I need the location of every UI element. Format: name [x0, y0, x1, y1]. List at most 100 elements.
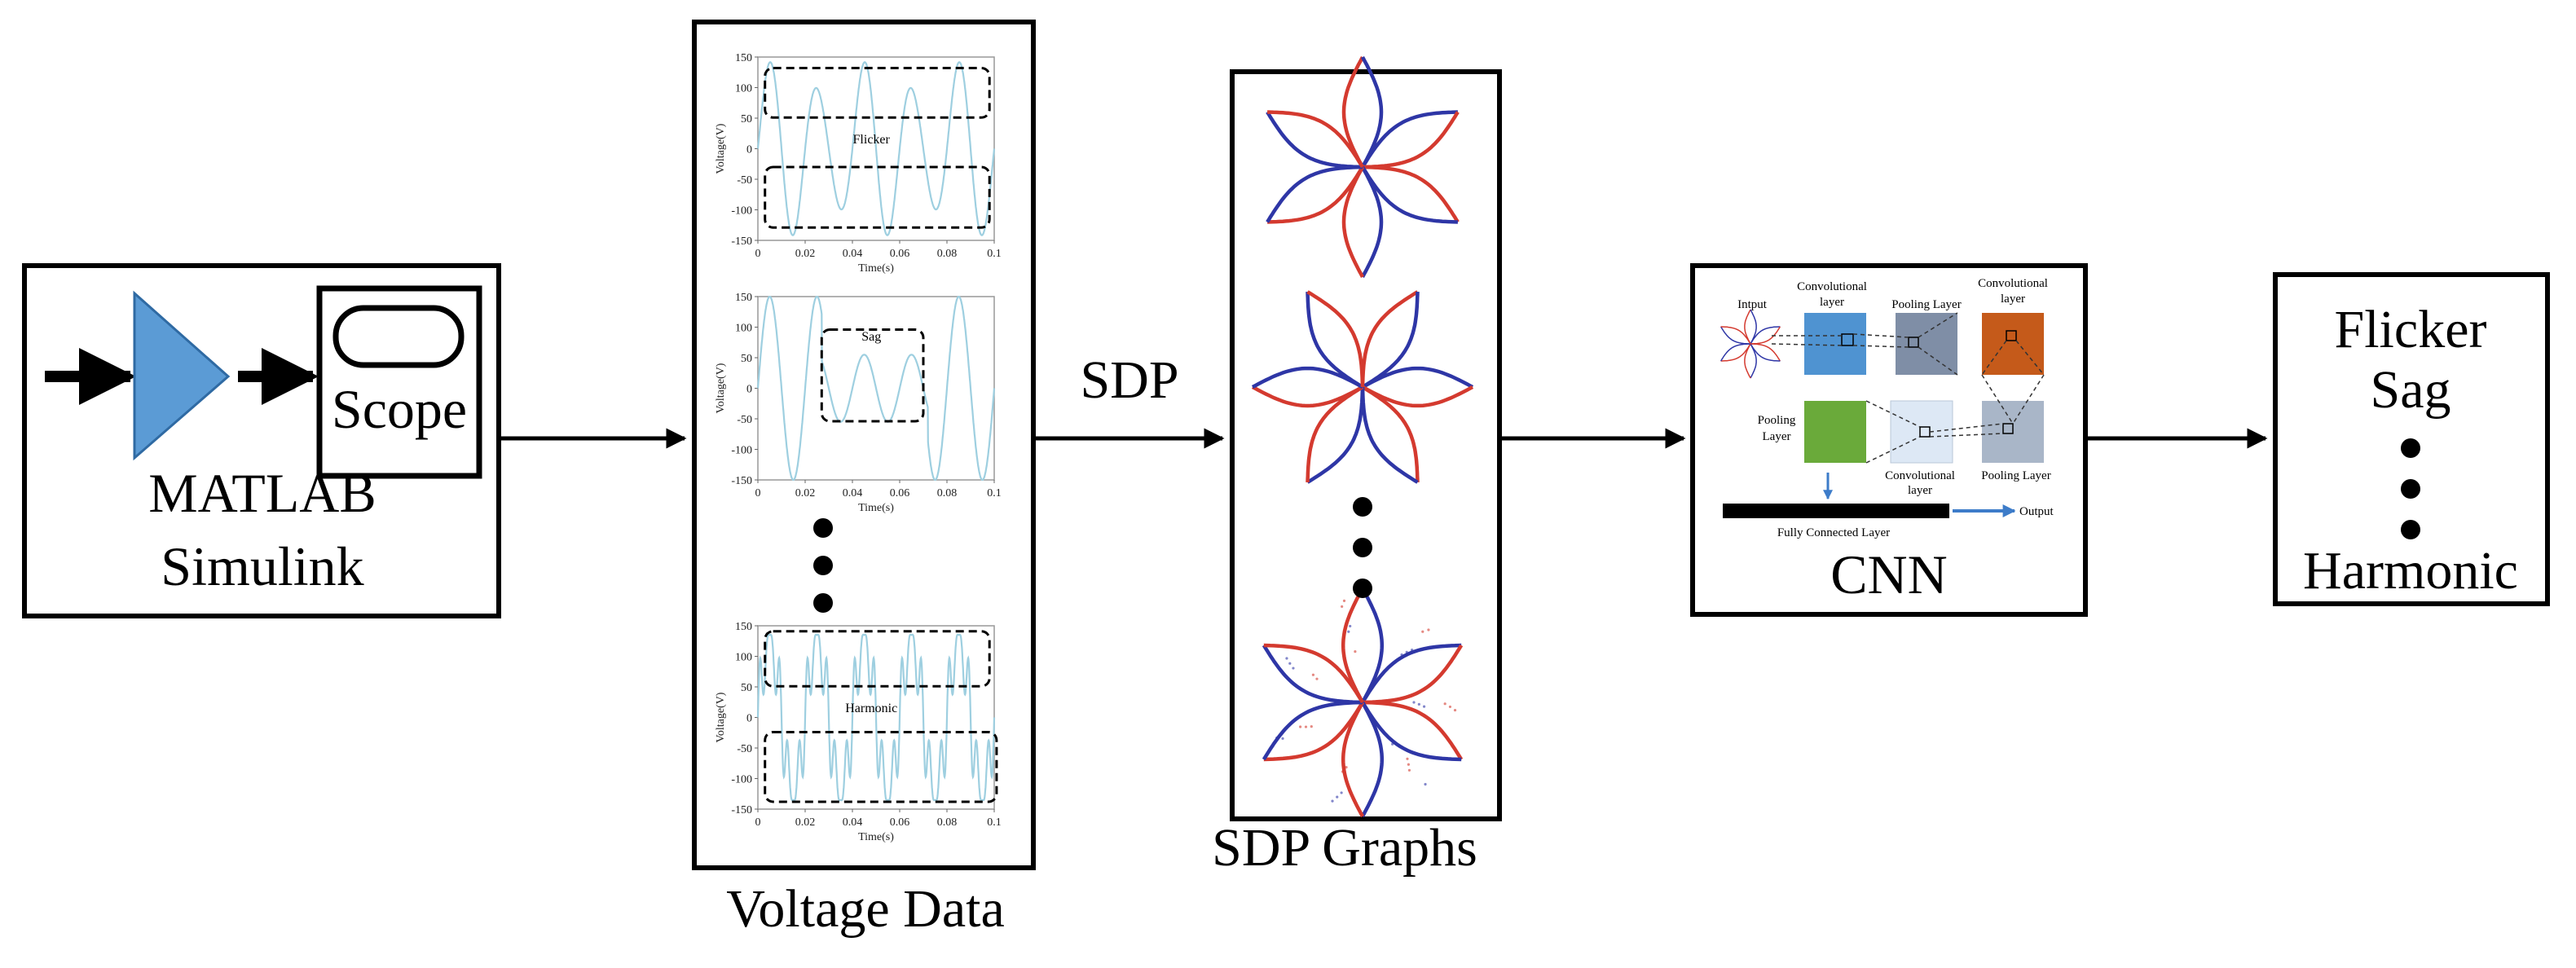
cnn-kernel-window: [2006, 330, 2017, 341]
plot-xtick-label: 0.08: [937, 248, 958, 260]
sdp-petal-arc: [1360, 290, 1419, 388]
ellipsis-dot: [2401, 438, 2420, 458]
sdp-petal-arc: [1263, 643, 1364, 704]
sdp-scatter-dot: [1354, 650, 1357, 653]
sdp-petal-arc: [1361, 165, 1458, 224]
cnn-kernel-window: [2002, 423, 2014, 434]
cnn-kernel-window: [1908, 337, 1919, 348]
sdp-petal-arc: [1361, 110, 1458, 169]
sdp-petal-arc: [1720, 326, 1750, 345]
plot-xtick-label: 0.02: [795, 816, 816, 829]
plot-ytick-label: -150: [731, 475, 752, 487]
plot-xtick-label: 0.08: [937, 487, 958, 499]
plot-ytick-label: -50: [737, 414, 752, 426]
annotation-dashed-box: [764, 731, 998, 803]
sdp-scatter-dot: [1421, 630, 1425, 633]
sdp-scatter-dot: [1422, 705, 1426, 708]
gain-amplifier-icon: [133, 290, 231, 461]
sdp-scatter-dot: [1340, 791, 1343, 794]
ellipsis-dot: [2401, 479, 2420, 499]
plot-ytick-label: 50: [741, 682, 752, 694]
sdp-scatter-dot: [1424, 782, 1427, 786]
sdp-scatter-dot: [1285, 657, 1288, 660]
sdp-scatter-dot: [1315, 677, 1319, 680]
sdp-petal-arc: [1306, 386, 1365, 484]
ellipsis-dot: [1353, 497, 1372, 517]
cnn-pool3-label: Pooling Layer: [1981, 469, 2050, 482]
plot-ytick-label: 150: [735, 292, 752, 304]
sdp-petal-arc: [1361, 165, 1384, 279]
sdp-petal-arc: [1361, 292, 1420, 389]
ellipsis-dot: [1353, 579, 1372, 598]
sdp-scatter-dot: [1407, 768, 1411, 772]
sdp-petal-arc: [1361, 385, 1420, 482]
sdp-petal-arc: [1750, 326, 1781, 345]
sdp-scatter-dot: [1281, 737, 1284, 740]
plot-xtick-label: 0.08: [937, 816, 958, 829]
sdp-scatter-dot: [1417, 702, 1420, 706]
cnn-conv3-label: Convolutional: [1885, 469, 1955, 482]
sdp-petal-arc: [1362, 165, 1460, 223]
cnn-caption: CNN: [1830, 543, 1948, 605]
annotation-dashed-box: [764, 630, 991, 688]
plot-xtick-label: 0: [755, 487, 761, 499]
sdp-petal-arc: [1306, 385, 1364, 482]
sdp-petal-arc: [1720, 326, 1751, 345]
plot-ytick-label: 50: [741, 113, 752, 125]
sdp-petal-arc: [1361, 587, 1385, 704]
output-item-sag: Sag: [2371, 360, 2451, 420]
sdp-scatter-dot: [1412, 701, 1416, 704]
voltage-waveform-line: [756, 633, 996, 802]
sdp-petal-arc: [1750, 309, 1757, 345]
cnn-conv1-label: layer: [1820, 296, 1844, 309]
plot-ytick-label: 100: [735, 323, 752, 335]
sdp-scatter-dot: [1341, 770, 1345, 773]
plot-ytick-label: -100: [731, 774, 752, 786]
sdp-petal-arc: [1750, 343, 1781, 362]
sdp-scatter-dot: [1407, 763, 1411, 766]
sdp-petal-arc: [1744, 309, 1751, 345]
sdp-petal-arc: [1361, 385, 1474, 408]
voltage-data-caption: Voltage Data: [726, 879, 1005, 939]
scope-label: Scope: [332, 378, 467, 440]
plot-xtick-label: 0.06: [890, 816, 910, 829]
plot-xlabel: Time(s): [858, 262, 894, 275]
sdp-petal-arc: [1341, 165, 1364, 279]
plot-annotation-label: Harmonic: [845, 702, 897, 715]
sdp-scatter-dot: [1275, 736, 1279, 740]
plot-ytick-label: -150: [731, 804, 752, 816]
sdp-scatter-dot: [1453, 708, 1457, 712]
sdp-petal-arc: [1361, 701, 1385, 818]
sdp-petal-arc: [1362, 644, 1464, 705]
sdp-scatter-dot: [1288, 662, 1292, 665]
ellipsis-dot: [813, 593, 833, 613]
plot-annotation-label: Sag: [861, 330, 881, 344]
plot-xlabel: Time(s): [858, 831, 894, 843]
cnn-pool2-label: Pooling: [1758, 414, 1796, 427]
annotation-dashed-box: [764, 165, 991, 229]
plot-ytick-label: -150: [731, 235, 752, 248]
cnn-conv2-label: layer: [2001, 293, 2025, 306]
sdp-petal-arc: [1251, 385, 1364, 408]
cnn-block: Intput Convolutional layer Pooling Layer…: [1690, 263, 2088, 617]
cnn-conv1-label: Convolutional: [1797, 280, 1867, 293]
sdp-scatter-dot: [1349, 624, 1352, 628]
cnn-pool2-feature-map: [1804, 401, 1866, 463]
plot-xtick-label: 0.1: [987, 487, 1002, 499]
sdp-petal-arc: [1362, 111, 1460, 169]
plot-ytick-label: 0: [746, 713, 752, 725]
sdp-scatter-dot: [1310, 725, 1313, 728]
cnn-pool1-label: Pooling Layer: [1891, 298, 1961, 311]
sdp-petal-arc: [1263, 701, 1364, 762]
plot-xtick-label: 0.04: [843, 816, 863, 829]
sdp-scatter-dot: [1345, 766, 1348, 769]
cnn-kernel-window: [1841, 333, 1854, 346]
plot-ylabel: Voltage(V): [715, 692, 727, 742]
plot-ytick-label: -100: [731, 445, 752, 457]
plot-xtick-label: 0.04: [843, 248, 863, 260]
scope-screen-icon: [332, 305, 465, 368]
